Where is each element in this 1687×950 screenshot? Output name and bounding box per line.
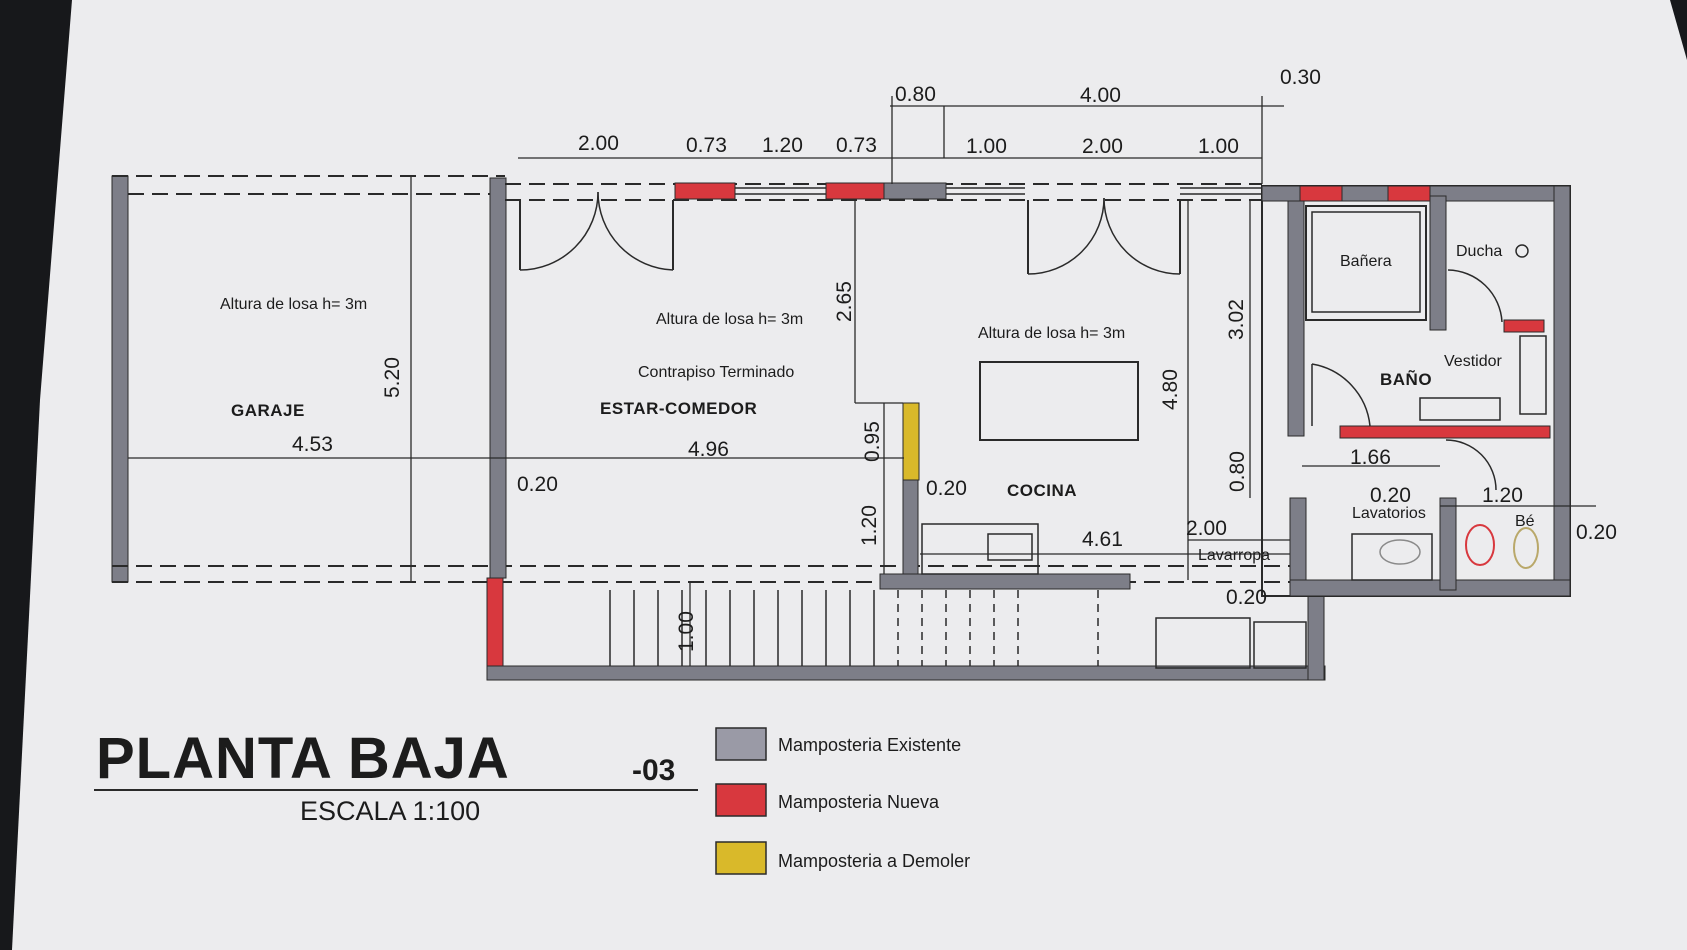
label-losa-estar: Altura de losa h= 3m xyxy=(656,311,803,328)
dim-2-00-c: 2.00 xyxy=(1186,517,1227,540)
legend-swatch-nueva xyxy=(715,783,767,817)
bath-wall-left xyxy=(1287,191,1305,437)
dim-1-20-c: 1.20 xyxy=(1482,484,1523,507)
dim-0-30-top: 0.30 xyxy=(1280,66,1321,89)
kitchen-island xyxy=(979,361,1139,441)
kitchen-fixtures xyxy=(921,361,1310,669)
toilet xyxy=(1465,524,1495,566)
legend-label-demoler: Mamposteria a Demoler xyxy=(778,851,970,871)
wall-existing-top xyxy=(883,182,947,200)
dim-1-00-c: 1.00 xyxy=(675,611,698,652)
laundry-cabinet-1 xyxy=(1155,617,1251,669)
wall-bottom xyxy=(486,665,1326,681)
legend-label-existente: Mamposteria Existente xyxy=(778,735,961,755)
dim-4-53: 4.53 xyxy=(292,433,333,456)
dim-0-80-top: 0.80 xyxy=(895,83,936,106)
dim-1-20-b: 1.20 xyxy=(858,505,881,546)
garage-wall-left xyxy=(111,175,129,583)
dim-1-20-a: 1.20 xyxy=(762,134,803,157)
legend-swatch-existente xyxy=(715,727,767,761)
bathroom-block xyxy=(1261,185,1571,597)
plan-scale: ESCALA 1:100 xyxy=(300,796,480,826)
bath-wall-mid xyxy=(1429,195,1447,331)
dim-0-73-b: 0.73 xyxy=(836,134,877,157)
dim-1-66: 1.66 xyxy=(1350,446,1391,469)
dim-2-00-b: 2.00 xyxy=(1082,135,1123,158)
garage-area xyxy=(111,175,1290,583)
label-ducha: Ducha xyxy=(1456,243,1502,260)
laundry-cabinet-2 xyxy=(1253,621,1307,669)
dim-0-95: 0.95 xyxy=(861,421,884,462)
label-vestidor: Vestidor xyxy=(1444,353,1502,370)
label-bidet: Bé xyxy=(1515,513,1535,530)
dim-0-20-c: 0.20 xyxy=(1226,586,1267,609)
label-lavarropa: Lavarropa xyxy=(1198,547,1270,564)
room-bano: BAÑO xyxy=(1380,369,1432,389)
wall-garage-estar xyxy=(489,177,507,579)
bathtub xyxy=(1305,205,1427,321)
label-losa-garaje: Altura de losa h= 3m xyxy=(220,296,367,313)
wall-new-top-2 xyxy=(825,182,885,200)
dim-1-00-b: 1.00 xyxy=(1198,135,1239,158)
wall-kitchen-counter-base xyxy=(879,573,1131,590)
wall-kitchen-partition xyxy=(902,479,919,581)
bath-new-horizontal xyxy=(1339,425,1551,439)
house-walls xyxy=(486,177,1326,681)
dim-4-80: 4.80 xyxy=(1159,369,1182,410)
facade-doors xyxy=(519,191,1181,275)
dim-4-00-top: 4.00 xyxy=(1080,84,1121,107)
kitchen-sink xyxy=(921,523,1039,575)
bath-wall-right xyxy=(1553,185,1571,597)
dimension-lines xyxy=(128,96,1596,666)
paper-background xyxy=(12,0,1687,950)
label-banera: Bañera xyxy=(1340,253,1392,270)
dim-0-73-a: 0.73 xyxy=(686,134,727,157)
label-lavatorios: Lavatorios xyxy=(1352,505,1426,522)
stairs xyxy=(609,590,1099,666)
dim-0-20-a: 0.20 xyxy=(517,473,558,496)
bath-new-top-1 xyxy=(1299,185,1343,202)
bath-new-shower xyxy=(1503,319,1545,333)
dim-2-65: 2.65 xyxy=(833,281,856,322)
dim-1-00-a: 1.00 xyxy=(966,135,1007,158)
dim-5-20: 5.20 xyxy=(381,357,404,398)
room-labels: Altura de losa h= 3m Altura de losa h= 3… xyxy=(220,243,1535,564)
wall-new-lower-left xyxy=(486,577,504,667)
room-estar-comedor: ESTAR-COMEDOR xyxy=(600,399,757,418)
dim-4-96: 4.96 xyxy=(688,438,729,461)
dim-0-20-e: 0.20 xyxy=(1576,521,1617,544)
dim-2-00-a: 2.00 xyxy=(578,132,619,155)
legend-swatch-demoler xyxy=(715,841,767,875)
bath-wall-inner xyxy=(1439,497,1457,591)
wall-new-top-1 xyxy=(674,182,736,200)
plan-title: PLANTA BAJA xyxy=(96,726,510,791)
bidet xyxy=(1513,527,1539,569)
dim-0-20-d: 0.20 xyxy=(1370,484,1411,507)
plan-title-suffix: -03 xyxy=(632,754,675,787)
dim-4-61: 4.61 xyxy=(1082,528,1123,551)
room-garaje: GARAJE xyxy=(231,401,305,420)
wall-right-lower xyxy=(1307,589,1325,681)
label-losa-cocina: Altura de losa h= 3m xyxy=(978,325,1125,342)
legend: Mamposteria Existente Mamposteria Nueva … xyxy=(715,727,970,875)
room-cocina: COCINA xyxy=(1007,481,1077,500)
plan-title-block: PLANTA BAJA -03 ESCALA 1:100 xyxy=(94,726,698,826)
vanity xyxy=(1351,533,1433,581)
bath-wall-bottom xyxy=(1289,579,1571,597)
dimension-labels: 0.80 4.00 0.30 2.00 0.73 1.20 0.73 1.00 … xyxy=(292,66,1617,652)
bath-new-top-2 xyxy=(1387,185,1431,202)
legend-label-nueva: Mamposteria Nueva xyxy=(778,792,940,812)
dim-0-80-side: 0.80 xyxy=(1226,451,1249,492)
dim-3-02: 3.02 xyxy=(1225,299,1248,340)
wall-demolish xyxy=(902,402,920,481)
label-contrapiso: Contrapiso Terminado xyxy=(638,364,794,381)
dim-0-20-b: 0.20 xyxy=(926,477,967,500)
